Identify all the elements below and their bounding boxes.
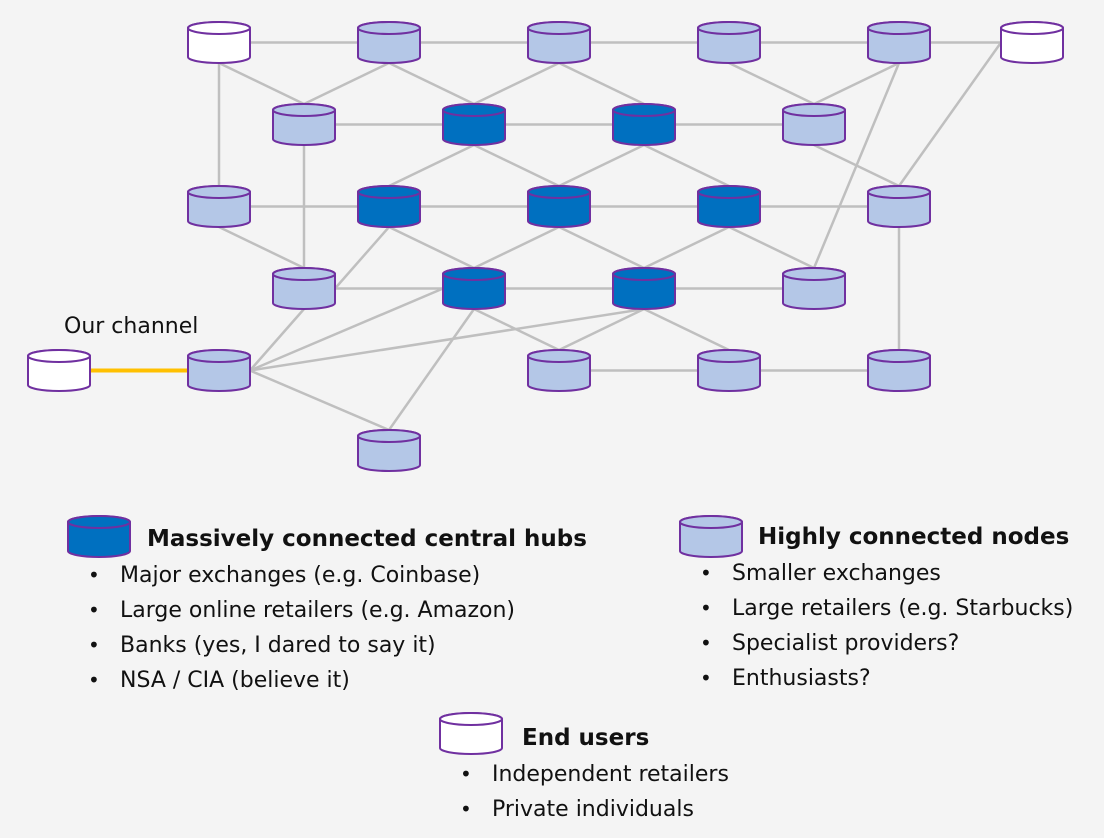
hub-node xyxy=(697,185,761,228)
legend-item: Banks (yes, I dared to say it) xyxy=(88,628,515,663)
connected-node xyxy=(272,103,336,146)
network-edge xyxy=(558,143,645,188)
legend-item: Large retailers (e.g. Starbucks) xyxy=(700,591,1073,626)
legend-end-users-title: End users xyxy=(522,725,650,751)
hub-node xyxy=(357,185,421,228)
legend-nodes-list: Smaller exchanges Large retailers (e.g. … xyxy=(700,556,1073,696)
connected-node xyxy=(187,349,251,392)
network-edge xyxy=(473,143,560,188)
hub-node xyxy=(527,185,591,228)
hub-node xyxy=(442,267,506,310)
hub-node xyxy=(442,103,506,146)
network-edge xyxy=(249,369,390,432)
network-edge xyxy=(897,41,1003,187)
legend-cylinder xyxy=(679,515,743,558)
network-edge xyxy=(387,308,476,431)
network-edge xyxy=(473,225,560,270)
network-edge xyxy=(558,307,645,352)
network-edge xyxy=(813,61,900,106)
network-edge xyxy=(388,225,475,270)
legend-item: Private individuals xyxy=(460,792,729,827)
legend-item: Large online retailers (e.g. Amazon) xyxy=(88,593,515,628)
edges-layer xyxy=(90,41,1003,432)
hub-node xyxy=(612,267,676,310)
hub-node xyxy=(612,103,676,146)
legend-hubs-list: Major exchanges (e.g. Coinbase) Large on… xyxy=(88,558,515,698)
network-edge xyxy=(249,308,305,372)
connected-node xyxy=(272,267,336,310)
network-graph xyxy=(27,21,1064,472)
legend-item: Enthusiasts? xyxy=(700,661,1073,696)
network-edge xyxy=(473,61,560,106)
network-edge xyxy=(813,143,900,188)
connected-node xyxy=(357,21,421,64)
legend-cylinder xyxy=(439,712,503,755)
legend-nodes-title: Highly connected nodes xyxy=(758,524,1070,550)
connected-node xyxy=(187,185,251,228)
connected-node xyxy=(527,21,591,64)
network-edge xyxy=(218,225,305,270)
legend-cylinder xyxy=(67,515,131,558)
connected-node xyxy=(527,349,591,392)
network-edge xyxy=(558,225,645,270)
network-edge xyxy=(643,225,730,270)
network-edge xyxy=(334,226,390,290)
legend-item: Smaller exchanges xyxy=(700,556,1073,591)
legend-hubs-title: Massively connected central hubs xyxy=(147,526,587,552)
network-edge xyxy=(218,61,305,106)
connected-node xyxy=(782,103,846,146)
hub-cylinder-icon xyxy=(67,515,131,558)
network-edge xyxy=(728,225,815,270)
connected-node xyxy=(697,21,761,64)
connected-node xyxy=(357,429,421,472)
connected-node xyxy=(697,349,761,392)
network-edge xyxy=(388,61,475,106)
legend-item: Independent retailers xyxy=(460,757,729,792)
connected-node xyxy=(867,185,931,228)
network-edge xyxy=(558,61,645,106)
legend-item: NSA / CIA (believe it) xyxy=(88,663,515,698)
network-edge xyxy=(388,143,475,188)
network-edge xyxy=(249,287,444,372)
our-node xyxy=(27,349,91,392)
legend-item: Major exchanges (e.g. Coinbase) xyxy=(88,558,515,593)
end-user-node xyxy=(187,21,251,64)
end-user-node xyxy=(1000,21,1064,64)
nodes-layer xyxy=(27,21,1064,472)
legend-end-users-list: Independent retailers Private individual… xyxy=(460,757,729,827)
network-edge xyxy=(303,61,390,106)
network-edge xyxy=(643,307,730,352)
network-edge xyxy=(249,307,645,372)
connected-node xyxy=(867,349,931,392)
connected-node xyxy=(867,21,931,64)
node-cylinder-icon xyxy=(679,515,743,558)
network-edge xyxy=(728,61,815,106)
network-edge xyxy=(643,143,730,188)
end-user-cylinder-icon xyxy=(439,712,503,755)
our-channel-label: Our channel xyxy=(64,314,199,339)
legend-item: Specialist providers? xyxy=(700,626,1073,661)
connected-node xyxy=(782,267,846,310)
